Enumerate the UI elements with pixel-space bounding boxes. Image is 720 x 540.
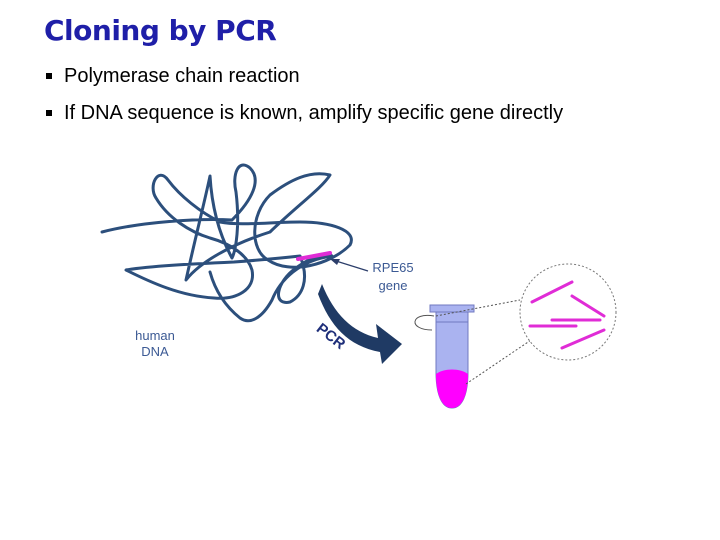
- amplified-gene-copy: [570, 294, 606, 318]
- amplified-gene-copy: [560, 328, 606, 350]
- gene-label-line2: gene: [379, 278, 408, 293]
- zoom-circle: [519, 263, 617, 361]
- amplified-gene-copy: [530, 280, 574, 304]
- pcr-curved-arrow: [318, 284, 402, 364]
- bullet-text: If DNA sequence is known, amplify specif…: [64, 101, 564, 124]
- pcr-tube-icon: [414, 304, 475, 409]
- bullet-item: If DNA sequence is known, amplify specif…: [44, 101, 563, 125]
- bullet-item: Polymerase chain reaction: [44, 64, 563, 88]
- dna-label-line1: human: [135, 328, 175, 343]
- dna-label-line2: DNA: [141, 344, 169, 359]
- gene-label-line1: RPE65: [372, 260, 413, 275]
- rpe65-gene-segment: [296, 251, 332, 261]
- square-bullet-icon: [46, 110, 52, 116]
- bullet-list: Polymerase chain reaction If DNA sequenc…: [44, 64, 563, 138]
- zoom-line: [465, 337, 535, 385]
- square-bullet-icon: [46, 73, 52, 79]
- slide-title: Cloning by PCR: [44, 14, 277, 47]
- gene-pointer-arrow: [330, 259, 369, 272]
- bullet-text: Polymerase chain reaction: [64, 64, 300, 87]
- dna-strand: [100, 163, 353, 323]
